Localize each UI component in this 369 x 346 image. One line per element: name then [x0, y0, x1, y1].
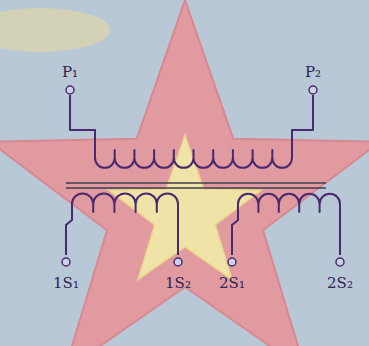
- terminal: [62, 258, 70, 266]
- terminal-label: P₂: [305, 65, 321, 80]
- terminal: [174, 258, 182, 266]
- corner-glow: [0, 8, 110, 52]
- terminal-label: P₁: [62, 65, 78, 80]
- core-line: [66, 187, 326, 189]
- terminal: [336, 258, 344, 266]
- terminal: [66, 86, 74, 94]
- terminal-label: 2S₂: [327, 276, 353, 291]
- terminal: [228, 258, 236, 266]
- terminal-label: 1S₁: [53, 276, 79, 291]
- terminal-label: 1S₂: [165, 276, 191, 291]
- core-line: [66, 182, 326, 184]
- terminal-label: 2S₁: [219, 276, 245, 291]
- terminal: [309, 86, 317, 94]
- secondary-winding-1: [66, 193, 178, 255]
- secondary-winding-2: [232, 194, 340, 255]
- primary-winding: [70, 95, 313, 168]
